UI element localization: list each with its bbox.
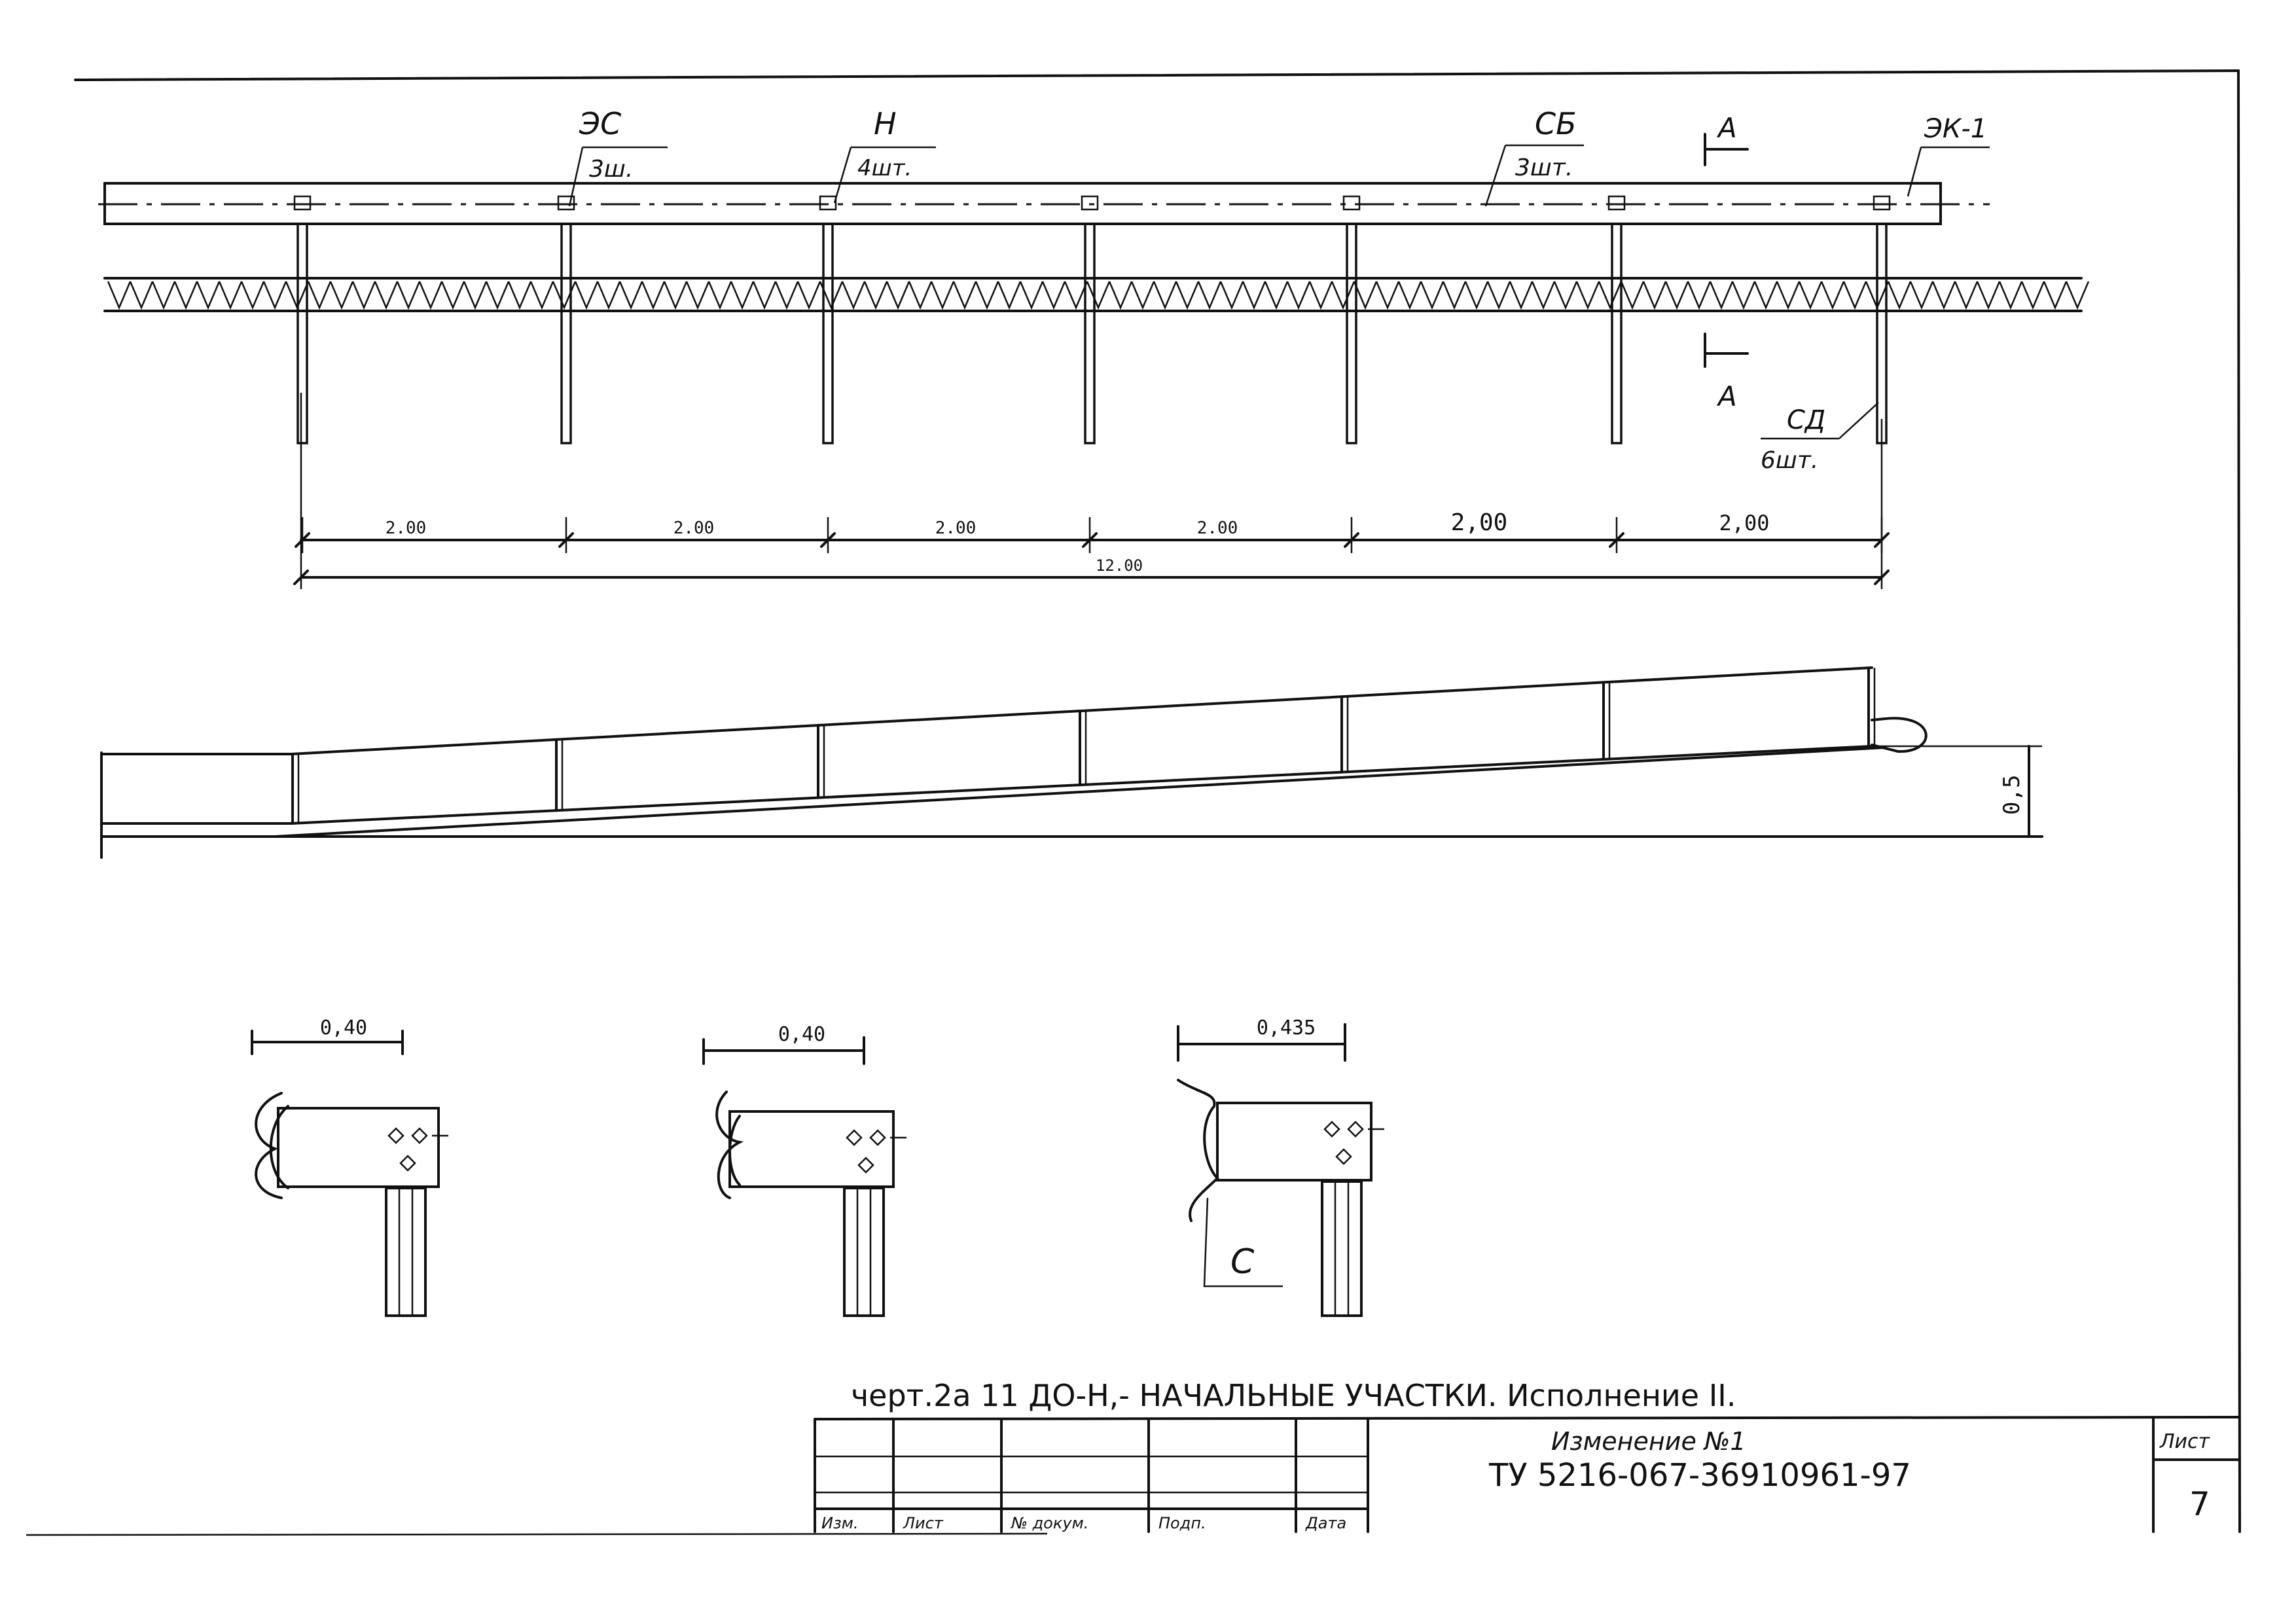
doc-code: ТУ 5216-067-36910961-97 — [1488, 1457, 1911, 1494]
bolt — [387, 1127, 404, 1144]
label-sb: СБ — [1535, 106, 1577, 141]
post-4 — [1084, 223, 1096, 444]
span-4: 2.00 — [1197, 518, 1238, 538]
bolt — [399, 1155, 416, 1172]
detail-1-width: 0,40 — [320, 1017, 367, 1039]
bolt — [411, 1127, 428, 1144]
bolt — [857, 1157, 874, 1174]
title-block: Изм. Лист № докум. Подп. Дата Изменение … — [814, 1416, 2240, 1533]
col-sign: Подп. — [1158, 1514, 1206, 1532]
detail-1: 0,40 — [251, 1017, 448, 1317]
col-doc: № докум. — [1010, 1514, 1088, 1532]
label-es: ЭС — [579, 106, 621, 141]
post-5 — [1346, 223, 1357, 444]
label-cd-qty: 6шт. — [1761, 447, 1818, 474]
span-total: 12.00 — [1096, 556, 1143, 575]
label-cd: СД — [1787, 405, 1825, 435]
sheet-label: Лист — [2159, 1430, 2211, 1453]
section-mark-bottom: А — [1716, 380, 1737, 412]
height-label: 0,5 — [1999, 775, 2025, 815]
label-n: Н — [874, 106, 897, 141]
bolt — [869, 1129, 886, 1146]
drawing-caption: черт.2а 11 ДО-Н,- НАЧАЛЬНЫЕ УЧАСТКИ. Исп… — [851, 1378, 1736, 1413]
post-2 — [560, 223, 572, 444]
detail-2: 0,40 — [702, 1023, 906, 1317]
elevation-view: 0,5 — [100, 666, 2043, 859]
bolt — [846, 1129, 863, 1146]
label-es-qty: 3ш. — [589, 156, 633, 183]
span-1: 2.00 — [386, 518, 427, 538]
posts-group — [293, 195, 1891, 444]
section-mark-top: А — [1716, 112, 1737, 144]
col-izm: Изм. — [821, 1514, 858, 1532]
span-6: 2,00 — [1719, 511, 1769, 535]
bolt — [1347, 1121, 1364, 1138]
label-n-qty: 4шт. — [857, 155, 912, 181]
detail-3-width: 0,435 — [1257, 1017, 1316, 1039]
sloped-beam-top — [290, 666, 1873, 755]
col-list: Лист — [903, 1514, 944, 1532]
post-6 — [1611, 223, 1623, 444]
sheet-number: 7 — [2189, 1485, 2210, 1523]
detail-2-width: 0,40 — [778, 1023, 825, 1046]
detail-3: 0,435 С — [1177, 1017, 1384, 1317]
col-date: Дата — [1305, 1514, 1346, 1532]
change-label: Изменение №1 — [1551, 1427, 1746, 1456]
plan-view: ЭС 3ш. Н 4шт. СБ 3шт. А ЭК-1 А СД 6шт. 2… — [98, 106, 2090, 589]
sloped-beam-bottom — [290, 745, 1873, 825]
span-5: 2,00 — [1451, 509, 1508, 536]
label-ek: ЭК-1 — [1924, 114, 1987, 144]
span-3: 2.00 — [935, 518, 977, 538]
post-3 — [822, 223, 834, 444]
sheet-frame — [26, 69, 2241, 1536]
ground-hatch — [107, 281, 2090, 310]
bolt — [1323, 1121, 1340, 1138]
post-1 — [296, 223, 308, 444]
post-7 — [1876, 223, 1888, 444]
span-2: 2.00 — [673, 518, 715, 538]
detail-3-callout: С — [1230, 1242, 1255, 1282]
bolt — [1335, 1148, 1352, 1165]
label-sb-qty: 3шт. — [1515, 154, 1573, 181]
